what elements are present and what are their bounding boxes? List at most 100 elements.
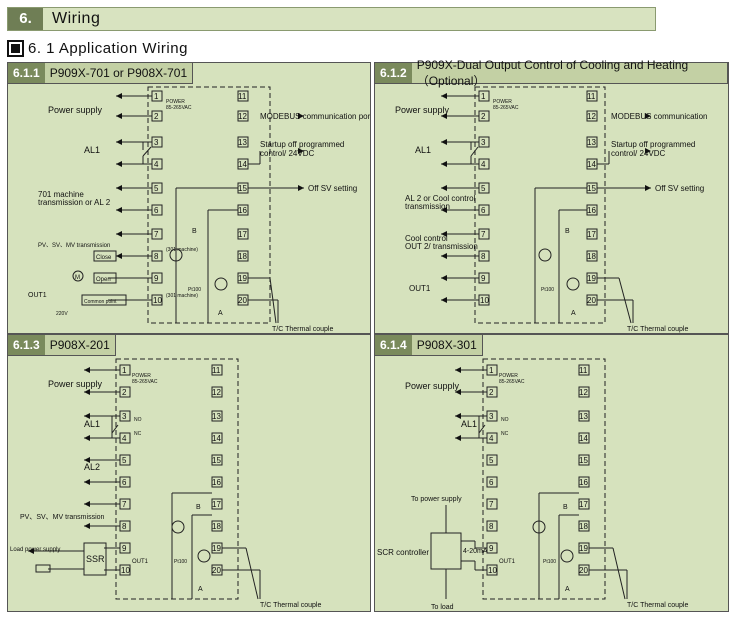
out1-label: OUT1 <box>28 292 47 299</box>
svg-text:10: 10 <box>153 296 162 305</box>
svg-text:15: 15 <box>579 456 588 465</box>
chapter-number: 6. <box>8 8 43 30</box>
svg-text:8: 8 <box>122 522 127 531</box>
svg-text:7: 7 <box>481 230 486 239</box>
svg-text:5: 5 <box>154 184 159 193</box>
svg-text:12: 12 <box>238 112 247 121</box>
transmission-label: transmission <box>405 202 450 211</box>
filled-square-icon <box>7 40 24 57</box>
svg-text:4: 4 <box>481 160 486 169</box>
panel-613: 6.1.3 P908X-201 <box>7 334 371 612</box>
svg-text:13: 13 <box>238 138 247 147</box>
chapter-title: Wiring <box>52 10 101 27</box>
panel-612: 6.1.2 P909X-Dual Output Control of Cooli… <box>374 58 729 334</box>
panel-number: 6.1.1 <box>8 63 45 83</box>
svg-text:5: 5 <box>481 184 486 193</box>
panel-tag: 6.1.3 P908X-201 <box>8 335 116 356</box>
pt100-label: Pt100 <box>174 559 187 565</box>
svg-text:12: 12 <box>587 112 596 121</box>
power-label: POWER <box>493 99 512 105</box>
to-power-label: To power supply <box>411 496 462 503</box>
voltage-range-label: 85-265VAC <box>493 105 519 111</box>
out2-label: OUT 2/ transmission <box>405 242 478 251</box>
out1-label: OUT1 <box>132 559 149 565</box>
power-label: POWER <box>132 373 151 379</box>
machine-301a-label: (301 machine) <box>166 247 198 253</box>
svg-text:20: 20 <box>212 566 221 575</box>
svg-text:13: 13 <box>587 138 596 147</box>
svg-text:2: 2 <box>122 388 127 397</box>
power-supply-label: Power supply <box>405 381 460 391</box>
voltage-range-label: 85-265VAC <box>132 379 158 385</box>
panel-614: 6.1.4 P908X-301 <box>374 334 729 612</box>
b-label: B <box>565 228 570 235</box>
power-supply-label: Power supply <box>395 105 450 115</box>
power-supply-label: Power supply <box>48 379 103 389</box>
panel-number: 6.1.4 <box>375 335 412 355</box>
svg-text:4: 4 <box>154 160 159 169</box>
no-label: NO <box>134 417 142 423</box>
panel-number: 6.1.2 <box>375 63 412 83</box>
svg-text:3: 3 <box>481 138 486 147</box>
control-label: control/ 24VDC <box>260 149 314 158</box>
svg-text:3: 3 <box>122 412 127 421</box>
tc-label: T/C Thermal couple <box>260 602 321 609</box>
out1-label: OUT1 <box>499 559 516 565</box>
svg-text:9: 9 <box>481 274 486 283</box>
pv-label: PV、SV、MV transmission <box>20 514 105 521</box>
svg-text:1: 1 <box>489 366 494 375</box>
svg-text:8: 8 <box>481 252 486 261</box>
pv-label: PV、SV、MV transmission <box>38 243 110 249</box>
ssr-label: SSR <box>86 554 105 564</box>
nc-label: NC <box>501 431 509 437</box>
tc-label: T/C Thermal couple <box>627 326 688 333</box>
modbus-label: MODEBUS communication <box>611 112 707 121</box>
svg-text:17: 17 <box>579 500 588 509</box>
svg-text:19: 19 <box>238 274 247 283</box>
svg-text:6: 6 <box>481 206 486 215</box>
svg-text:11: 11 <box>212 366 221 375</box>
svg-text:15: 15 <box>212 456 221 465</box>
al2-label: AL2 <box>84 462 100 472</box>
svg-text:20: 20 <box>587 296 596 305</box>
svg-text:1: 1 <box>154 92 159 101</box>
svg-text:18: 18 <box>212 522 221 531</box>
svg-text:9: 9 <box>154 274 159 283</box>
panel-number: 6.1.3 <box>8 335 45 355</box>
svg-text:2: 2 <box>489 388 494 397</box>
al1-label: AL1 <box>84 145 100 155</box>
voltage-220-label: 220V <box>56 311 68 317</box>
svg-text:7: 7 <box>122 500 127 509</box>
scr-label: SCR controller <box>377 548 429 557</box>
pt100-label: Pt100 <box>188 287 201 293</box>
section-heading: 6. 1 Application Wiring <box>7 40 188 57</box>
cool-control-label: Cool control <box>405 234 448 243</box>
svg-text:14: 14 <box>212 434 221 443</box>
a-label: A <box>571 310 576 317</box>
no-label: NO <box>501 417 509 423</box>
panel-title: P909X-701 or P908X-701 <box>49 66 188 80</box>
pt100-label: Pt100 <box>541 287 554 293</box>
svg-text:15: 15 <box>587 184 596 193</box>
svg-text:13: 13 <box>579 412 588 421</box>
svg-text:2: 2 <box>481 112 486 121</box>
svg-text:19: 19 <box>587 274 596 283</box>
svg-text:18: 18 <box>587 252 596 261</box>
svg-text:6: 6 <box>154 206 159 215</box>
panel-title: P909X-Dual Output Control of Cooling and… <box>416 57 689 88</box>
panel-title: P908X-201 <box>49 338 110 352</box>
svg-text:11: 11 <box>579 366 588 375</box>
a-label: A <box>565 586 570 593</box>
a-label: A <box>198 586 203 593</box>
al2-label: AL 2 or Cool control <box>405 194 476 203</box>
svg-text:2: 2 <box>154 112 159 121</box>
svg-text:14: 14 <box>587 160 596 169</box>
svg-text:19: 19 <box>579 544 588 553</box>
motor-symbol: M <box>75 275 80 281</box>
svg-text:1: 1 <box>122 366 127 375</box>
svg-text:4: 4 <box>489 434 494 443</box>
svg-text:20: 20 <box>579 566 588 575</box>
panel-tag: 6.1.1 P909X-701 or P908X-701 <box>8 63 194 84</box>
modbus-label: MODEBUS communication port <box>260 112 370 121</box>
